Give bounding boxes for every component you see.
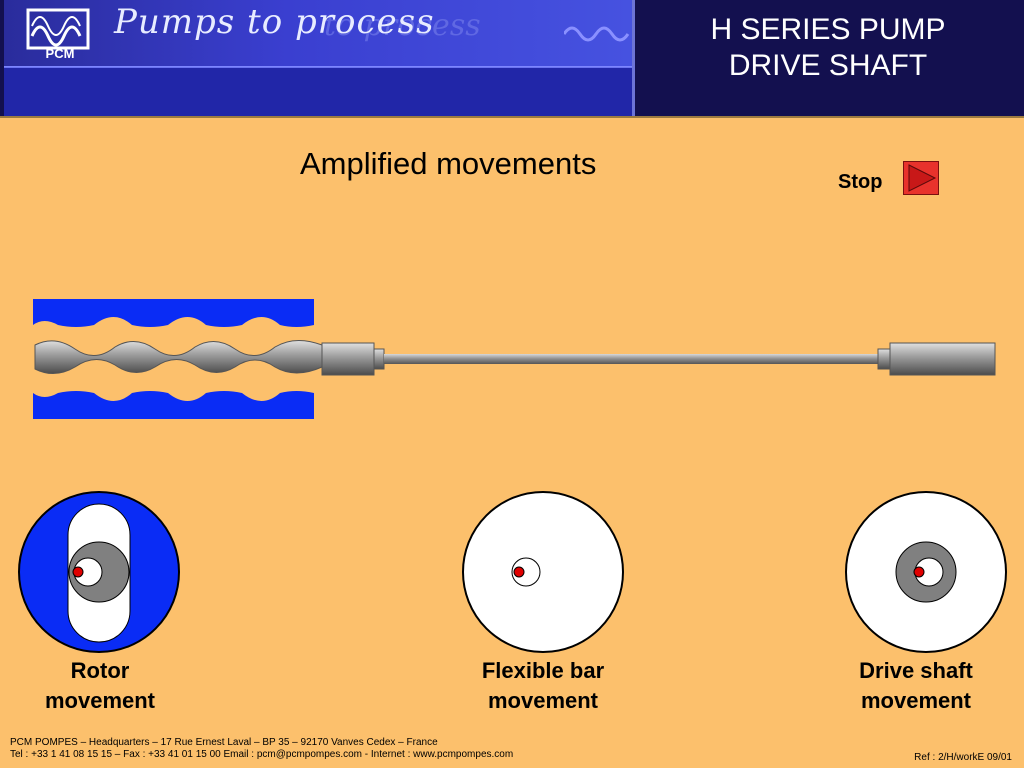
page-header-title: H SERIES PUMP DRIVE SHAFT bbox=[650, 12, 1006, 84]
header-divider bbox=[632, 0, 635, 116]
drive-shaft-movement-diagram bbox=[845, 491, 1007, 653]
rotor-movement-caption: Rotor movement bbox=[0, 656, 200, 716]
footer-address: PCM POMPES – Headquarters – 17 Rue Ernes… bbox=[10, 737, 513, 761]
caption-line-2: movement bbox=[44, 688, 156, 713]
caption-line-2: movement bbox=[860, 688, 972, 713]
pump-assembly-diagram bbox=[33, 299, 996, 419]
flexible-bar-marker bbox=[513, 566, 525, 578]
caption-line-2: movement bbox=[487, 688, 599, 713]
header-shadow bbox=[0, 116, 1024, 118]
drive-shaft-movement-caption: Drive shaft movement bbox=[816, 656, 1016, 716]
slogan-watermark: to process bbox=[324, 8, 481, 43]
drive-shaft bbox=[889, 342, 996, 376]
rotor-marker bbox=[72, 566, 84, 578]
pcm-logo-text: PCM bbox=[45, 46, 75, 61]
rotor-movement-diagram bbox=[18, 491, 180, 653]
flexible-bar-movement-diagram bbox=[462, 491, 624, 653]
pcm-logo-icon bbox=[26, 8, 90, 50]
stator-top bbox=[33, 299, 314, 327]
page-title: Amplified movements bbox=[300, 146, 597, 181]
drive-shaft-marker bbox=[913, 566, 925, 578]
caption-line-1: Flexible bar bbox=[481, 658, 605, 683]
flexible-bar bbox=[384, 354, 880, 364]
coupling-collar bbox=[373, 348, 385, 370]
slogan: Pumps to process bbox=[114, 2, 435, 42]
drive-shaft-collar bbox=[877, 348, 891, 370]
stop-button[interactable] bbox=[903, 161, 939, 195]
play-triangle-icon bbox=[908, 164, 937, 192]
rotor bbox=[34, 340, 323, 374]
stop-label: Stop bbox=[838, 171, 883, 193]
stator-bottom bbox=[33, 391, 314, 419]
wave-decoration-icon bbox=[564, 26, 630, 42]
caption-line-1: Rotor bbox=[70, 658, 130, 683]
footer-address-line-2: Tel : +33 1 41 08 15 15 – Fax : +33 41 0… bbox=[10, 749, 514, 760]
logo-band: PCM to process Pumps to process bbox=[4, 0, 633, 67]
footer-reference: Ref : 2/H/workE 09/01 bbox=[914, 752, 1012, 763]
header-lower-band bbox=[4, 67, 633, 116]
caption-line-1: Drive shaft bbox=[859, 658, 973, 683]
flexible-bar-movement-caption: Flexible bar movement bbox=[443, 656, 643, 716]
rotor-coupling bbox=[321, 342, 375, 376]
header-title-line-1: H SERIES PUMP bbox=[710, 13, 946, 46]
footer-address-line-1: PCM POMPES – Headquarters – 17 Rue Ernes… bbox=[10, 737, 438, 748]
header-title-line-2: DRIVE SHAFT bbox=[728, 49, 928, 82]
header-bar: PCM to process Pumps to process H SERIES… bbox=[0, 0, 1024, 116]
